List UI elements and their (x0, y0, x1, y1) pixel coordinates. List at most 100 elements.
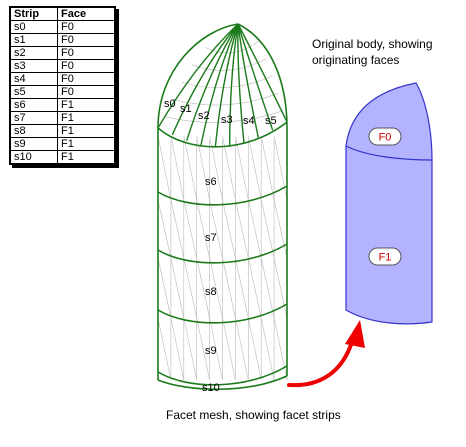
mesh-grid-line (205, 41, 259, 54)
cap-meridian (237, 23, 274, 131)
mesh-grid-line (209, 317, 223, 381)
face-cell: F0 (57, 72, 116, 86)
mesh-grid-line (196, 199, 210, 259)
original-body-caption-line1: Original body, showing (312, 37, 433, 51)
cap-meridian (185, 23, 239, 142)
strip-label-s3: s3 (221, 114, 233, 126)
cap-meridian (237, 23, 245, 144)
arrow-shaft (287, 340, 354, 388)
facet-mesh (157, 23, 288, 391)
mesh-grid-line (170, 257, 185, 319)
cap-meridian (214, 23, 239, 148)
strip-cell: s10 (9, 150, 58, 165)
mesh-grid-line (209, 257, 223, 319)
mesh-grid-line (235, 199, 249, 259)
strip-boundary (157, 365, 288, 386)
mesh-grid-line (260, 199, 275, 259)
mesh-cap-meridians (157, 23, 288, 148)
strip-boundary (157, 303, 288, 324)
strip-label-s8: s8 (205, 286, 217, 298)
strip-boundary (157, 121, 288, 148)
mesh-grid-line (157, 135, 172, 201)
original-body: F0 F1 (345, 82, 433, 325)
original-body-caption: Original body, showing originating faces (312, 36, 452, 68)
facet-mesh-caption: Facet mesh, showing facet strips (166, 408, 341, 422)
face-cell: F0 (57, 85, 116, 99)
mesh-grid-line (196, 135, 210, 201)
original-body-caption-line2: originating faces (312, 53, 400, 67)
mesh-grid-line (183, 257, 197, 319)
mesh-grid-line (170, 317, 185, 381)
mesh-grid-line (157, 317, 172, 381)
strip-boundary (157, 243, 288, 264)
mesh-grid-line (235, 317, 249, 381)
mesh-grid-line (260, 257, 275, 319)
mesh-grid-line (273, 317, 288, 381)
original-body-shape (345, 82, 433, 325)
mesh-grid-line (235, 135, 249, 201)
mesh-grid-line (196, 257, 210, 319)
mesh-grid-line (196, 317, 210, 381)
mesh-grid-line (273, 199, 288, 259)
mesh-grid-line (170, 199, 185, 259)
mesh-grid-line (209, 199, 223, 259)
arrow-head (345, 320, 365, 348)
mesh-grid-line (222, 199, 236, 259)
mesh-grid-line (170, 135, 185, 201)
mesh-grid-line (248, 199, 262, 259)
strip-labels: s0 s1 s2 s3 s4 s5 s6 s7 s8 s9 s10 (164, 98, 277, 394)
face-boundary (345, 145, 433, 161)
cap-meridian (237, 23, 288, 123)
strip-label-s2: s2 (198, 110, 210, 122)
mesh-grid-line (260, 317, 275, 381)
strip-label-s5: s5 (265, 115, 277, 127)
mesh-grid-line (248, 257, 262, 319)
strip-boundary (157, 185, 288, 206)
mesh-grid-line (157, 199, 172, 259)
mapping-arrow (287, 320, 365, 388)
mesh-grid-line (248, 317, 262, 381)
cap-meridian (228, 23, 239, 147)
mesh-grid-line (273, 257, 288, 319)
face-cell: F0 (57, 20, 116, 34)
face-label-f1: F1 (379, 252, 392, 264)
cap-meridian (157, 23, 239, 129)
mesh-grid-line (183, 317, 197, 381)
strip-label-s0: s0 (164, 98, 176, 110)
strip-label-s1: s1 (180, 103, 192, 115)
cap-meridian (171, 23, 239, 136)
mesh-grid-line (273, 135, 288, 201)
mesh-grid-line (260, 135, 275, 201)
strip-label-s4: s4 (243, 115, 255, 127)
cap-meridian (237, 23, 260, 138)
mesh-grid-line (183, 135, 197, 201)
strip-label-s6: s6 (205, 176, 217, 188)
face-label-f0: F0 (379, 132, 392, 144)
mesh-grid-line (235, 257, 249, 319)
face-cell: F1 (57, 150, 116, 165)
face-cell: F1 (57, 137, 116, 151)
mesh-grid-line (181, 75, 273, 89)
face-f0-badge: F0 (368, 127, 402, 146)
face-f1-badge: F1 (368, 247, 402, 266)
mesh-grid-line (222, 317, 236, 381)
mesh-grid-line (183, 199, 197, 259)
strip-label-s7: s7 (205, 232, 217, 244)
mesh-grid-line (172, 93, 279, 106)
mesh-strip-boundaries (157, 121, 288, 386)
strip-label-s9: s9 (205, 345, 217, 357)
mesh-outline-bottom (157, 375, 288, 391)
strip-label-s10: s10 (202, 382, 220, 394)
mesh-grid-line (164, 110, 283, 123)
mesh-outline-left (157, 23, 239, 380)
mesh-grid-line (222, 257, 236, 319)
